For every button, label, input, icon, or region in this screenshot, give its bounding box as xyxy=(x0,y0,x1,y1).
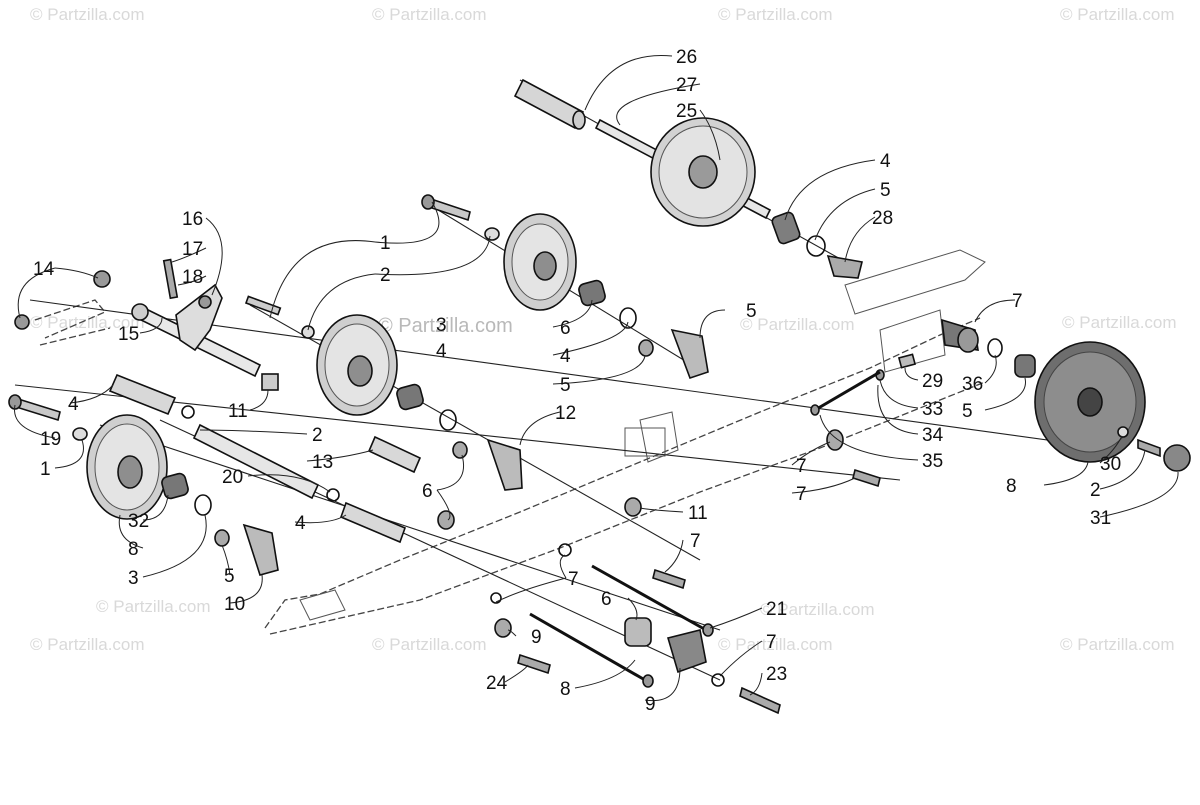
callout-label: 29 xyxy=(922,371,943,392)
callout-label: 33 xyxy=(922,399,943,420)
watermark-center: © Partzilla.com xyxy=(378,315,513,337)
callout-label: 23 xyxy=(766,664,787,685)
callout-label: 3 xyxy=(128,568,139,589)
watermark: © Partzilla.com xyxy=(740,315,855,334)
callout-label: 3 xyxy=(436,315,447,336)
watermark-layer: © Partzilla.com © Partzilla.com © Partzi… xyxy=(30,5,1177,654)
watermark: © Partzilla.com xyxy=(96,597,211,616)
callout-label: 1 xyxy=(40,459,51,480)
callout-label: 4 xyxy=(68,394,79,415)
watermark: © Partzilla.com xyxy=(718,5,833,24)
callout-label: 8 xyxy=(1006,476,1017,497)
callout-label: 6 xyxy=(422,481,433,502)
callout-label: 32 xyxy=(128,511,149,532)
callout-label: 5 xyxy=(560,375,571,396)
callout-label: 4 xyxy=(880,151,891,172)
callout-label: 8 xyxy=(128,539,139,560)
watermark: © Partzilla.com xyxy=(30,5,145,24)
callout-label: 16 xyxy=(182,209,203,230)
rear-idler-axle xyxy=(513,78,863,279)
callout-label: 5 xyxy=(746,301,757,322)
callout-label: 9 xyxy=(531,627,542,648)
callout-label: 4 xyxy=(560,346,571,367)
callout-label: 21 xyxy=(766,599,787,620)
callout-label: 2 xyxy=(380,265,391,286)
callout-label: 27 xyxy=(676,75,697,96)
callout-label: 7 xyxy=(1012,291,1023,312)
callout-label: 35 xyxy=(922,451,943,472)
callout-label: 25 xyxy=(676,101,697,122)
callout-label: 9 xyxy=(645,694,656,715)
watermark: © Partzilla.com xyxy=(760,600,875,619)
callout-label: 17 xyxy=(182,239,203,260)
slide-rail xyxy=(34,249,986,635)
leader-lines xyxy=(14,54,1179,702)
callout-label: 4 xyxy=(436,341,447,362)
watermark: © Partzilla.com xyxy=(1062,313,1177,332)
watermark: © Partzilla.com xyxy=(372,635,487,654)
callout-label: 2 xyxy=(312,425,323,446)
callout-label: 7 xyxy=(796,456,807,477)
callout-label: 4 xyxy=(295,513,306,534)
callout-label: 11 xyxy=(688,503,708,524)
callout-label: 14 xyxy=(33,259,55,280)
callout-label: 28 xyxy=(872,208,893,229)
callout-label: 7 xyxy=(796,484,807,505)
callout-label: 15 xyxy=(118,324,139,345)
callout-label: 20 xyxy=(222,467,243,488)
callout-label: 5 xyxy=(224,566,235,587)
callout-label: 1 xyxy=(380,233,391,254)
callout-label: 8 xyxy=(560,679,571,700)
callout-label: 2 xyxy=(1090,480,1101,501)
callout-label: 30 xyxy=(1100,454,1121,475)
callout-label: 13 xyxy=(312,452,333,473)
callout-label: 24 xyxy=(486,673,508,694)
watermark: © Partzilla.com xyxy=(1060,5,1175,24)
callout-label: 6 xyxy=(601,589,612,610)
lower-hardware xyxy=(437,497,781,715)
callout-labels: 26 27 25 4 5 28 16 17 18 14 1 2 15 3 4 5… xyxy=(33,47,1121,715)
cross-shafts xyxy=(108,373,422,544)
callout-label: 11 xyxy=(228,401,248,422)
watermark: © Partzilla.com xyxy=(1060,635,1175,654)
callout-label: 7 xyxy=(690,531,701,552)
watermark: © Partzilla.com xyxy=(372,5,487,24)
callout-label: 34 xyxy=(922,425,944,446)
callout-label: 26 xyxy=(676,47,697,68)
upper-middle-wheel xyxy=(421,194,709,380)
callout-label: 7 xyxy=(568,569,579,590)
callout-label: 6 xyxy=(560,318,571,339)
lower-left-wheel xyxy=(8,394,279,576)
callout-label: 12 xyxy=(555,403,576,424)
callout-label: 7 xyxy=(766,632,777,653)
watermark: © Partzilla.com xyxy=(30,635,145,654)
watermark: © Partzilla.com xyxy=(718,635,833,654)
callout-label: 5 xyxy=(880,180,891,201)
callout-label: 18 xyxy=(182,267,203,288)
watermark: © Partzilla.com xyxy=(30,313,145,332)
callout-label: 19 xyxy=(40,429,61,450)
middle-left-wheel xyxy=(261,314,523,491)
callout-label: 5 xyxy=(962,401,973,422)
right-wheel-assembly xyxy=(810,318,1191,488)
callout-label: 36 xyxy=(962,374,983,395)
callout-label: 31 xyxy=(1090,508,1111,529)
callout-label: 10 xyxy=(224,594,245,615)
